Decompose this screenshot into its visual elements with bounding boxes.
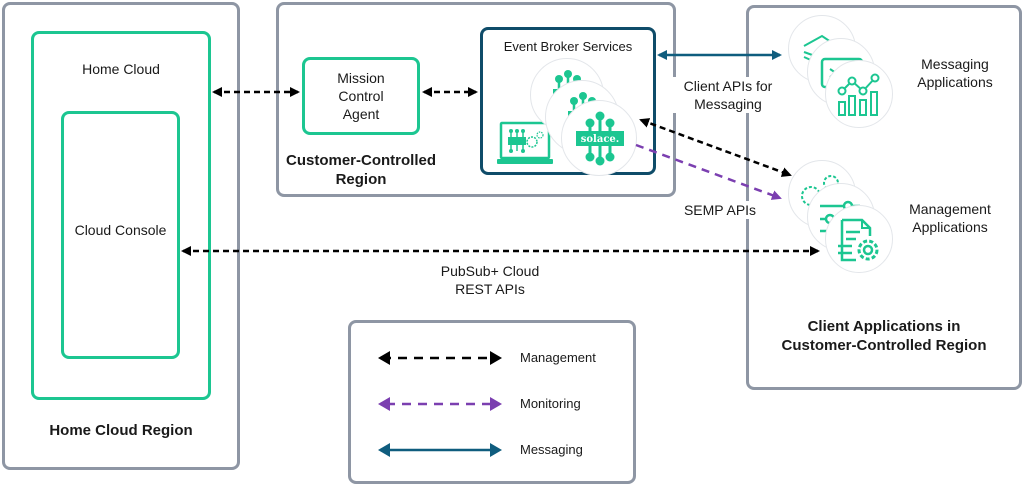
rest-apis-line2: REST APIs: [455, 281, 525, 297]
client-region-title: Client Applications in Customer-Controll…: [746, 317, 1022, 355]
messaging-apps-line2: Applications: [917, 74, 993, 90]
legend-box: [348, 320, 636, 484]
legend-management-line: [378, 351, 502, 365]
client-region-title-line1: Client Applications in: [807, 318, 961, 335]
cloud-console-box[interactable]: [61, 111, 180, 359]
management-apps-line2: Applications: [912, 219, 988, 235]
mission-control-line2: Control: [338, 88, 384, 104]
laptop-broker-icon: [497, 121, 553, 164]
messaging-apps-line1: Messaging: [921, 56, 989, 72]
semp-apis-label: SEMP APIs: [672, 201, 768, 219]
mission-control-line1: Mission: [337, 70, 385, 86]
mission-control-agent-label: Mission Control Agent: [302, 69, 420, 123]
legend-messaging-line: [378, 443, 502, 457]
customer-region-title-line2: Region: [335, 171, 387, 188]
mission-control-agent-box[interactable]: [302, 57, 420, 135]
config-document-icon: [825, 205, 893, 273]
management-applications-label: Management Applications: [895, 200, 1005, 236]
mission-control-line3: Agent: [342, 106, 380, 122]
legend-monitoring-label: Monitoring: [520, 396, 581, 411]
rest-apis-label: PubSub+ Cloud REST APIs: [420, 262, 560, 298]
legend-messaging-label: Messaging: [520, 442, 583, 457]
messaging-applications-label: Messaging Applications: [900, 55, 1010, 91]
client-region-title-line2: Customer-Controlled Region: [781, 337, 987, 354]
customer-region-title: Customer-Controlled Region: [276, 151, 446, 189]
broker-node-circle-3: solace.: [561, 100, 637, 176]
home-cloud-region-title: Home Cloud Region: [49, 422, 193, 439]
event-broker-services-label: Event Broker Services: [503, 39, 633, 54]
client-apis-label: Client APIs for Messaging: [668, 77, 788, 113]
client-apis-line2: Messaging: [694, 96, 762, 112]
client-apis-line1: Client APIs for: [683, 78, 773, 94]
analytics-app-icon: [825, 60, 893, 128]
cloud-console-label: Cloud Console: [74, 222, 167, 238]
legend-monitoring-line: [378, 397, 502, 411]
rest-apis-line1: PubSub+ Cloud: [440, 263, 540, 279]
home-cloud-label: Home Cloud: [82, 61, 160, 77]
legend-management-label: Management: [520, 350, 596, 365]
customer-region-title-line1: Customer-Controlled: [286, 152, 436, 169]
solace-logo-text: solace.: [581, 134, 620, 145]
management-apps-line1: Management: [909, 201, 991, 217]
